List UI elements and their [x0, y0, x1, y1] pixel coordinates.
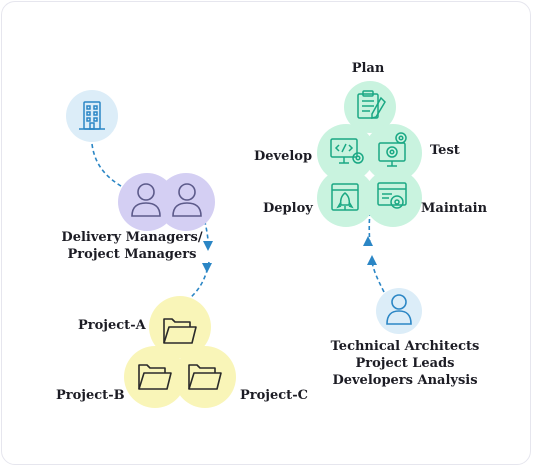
deploy-label: Deploy: [263, 201, 313, 216]
folder-icon: [138, 364, 172, 390]
team-label-line2: Project Leads: [355, 356, 455, 371]
clipboard-icon: [357, 90, 386, 119]
arrow-up-icon: [363, 236, 373, 246]
projects-cluster: [124, 296, 236, 408]
arrow-down-icon: [202, 263, 212, 273]
user-icon: [172, 183, 202, 217]
arrowheads: [202, 236, 377, 273]
managers-node: [118, 173, 215, 231]
folder-icon: [188, 364, 222, 390]
project-c-label: Project-C: [240, 388, 308, 403]
building-node: [66, 90, 118, 142]
project-a-label: Project-A: [78, 318, 146, 333]
gear-monitor-icon: [378, 132, 407, 167]
develop-label: Develop: [254, 149, 313, 164]
maintain-label: Maintain: [421, 201, 488, 216]
managers-label-line2: Project Managers: [67, 247, 197, 262]
team-label-line1: Technical Architects: [330, 339, 480, 354]
project-b-label: Project-B: [56, 388, 125, 403]
user-icon: [131, 183, 161, 217]
arrow-up-icon: [367, 255, 377, 265]
plan-label: Plan: [351, 61, 385, 76]
arrow-down-icon: [203, 241, 213, 251]
folder-icon: [163, 318, 197, 344]
team-label-line3: Developers Analysis: [332, 373, 478, 388]
code-monitor-icon: [330, 138, 364, 164]
user-icon: [386, 294, 412, 325]
team-node: [376, 288, 422, 334]
managers-label-line1: Delivery Managers/: [61, 230, 203, 245]
building-icon: [79, 101, 105, 130]
settings-browser-icon: [377, 182, 407, 209]
building-to-managers-connector: [91, 143, 127, 190]
rocket-icon: [331, 183, 359, 211]
test-label: Test: [430, 143, 460, 158]
